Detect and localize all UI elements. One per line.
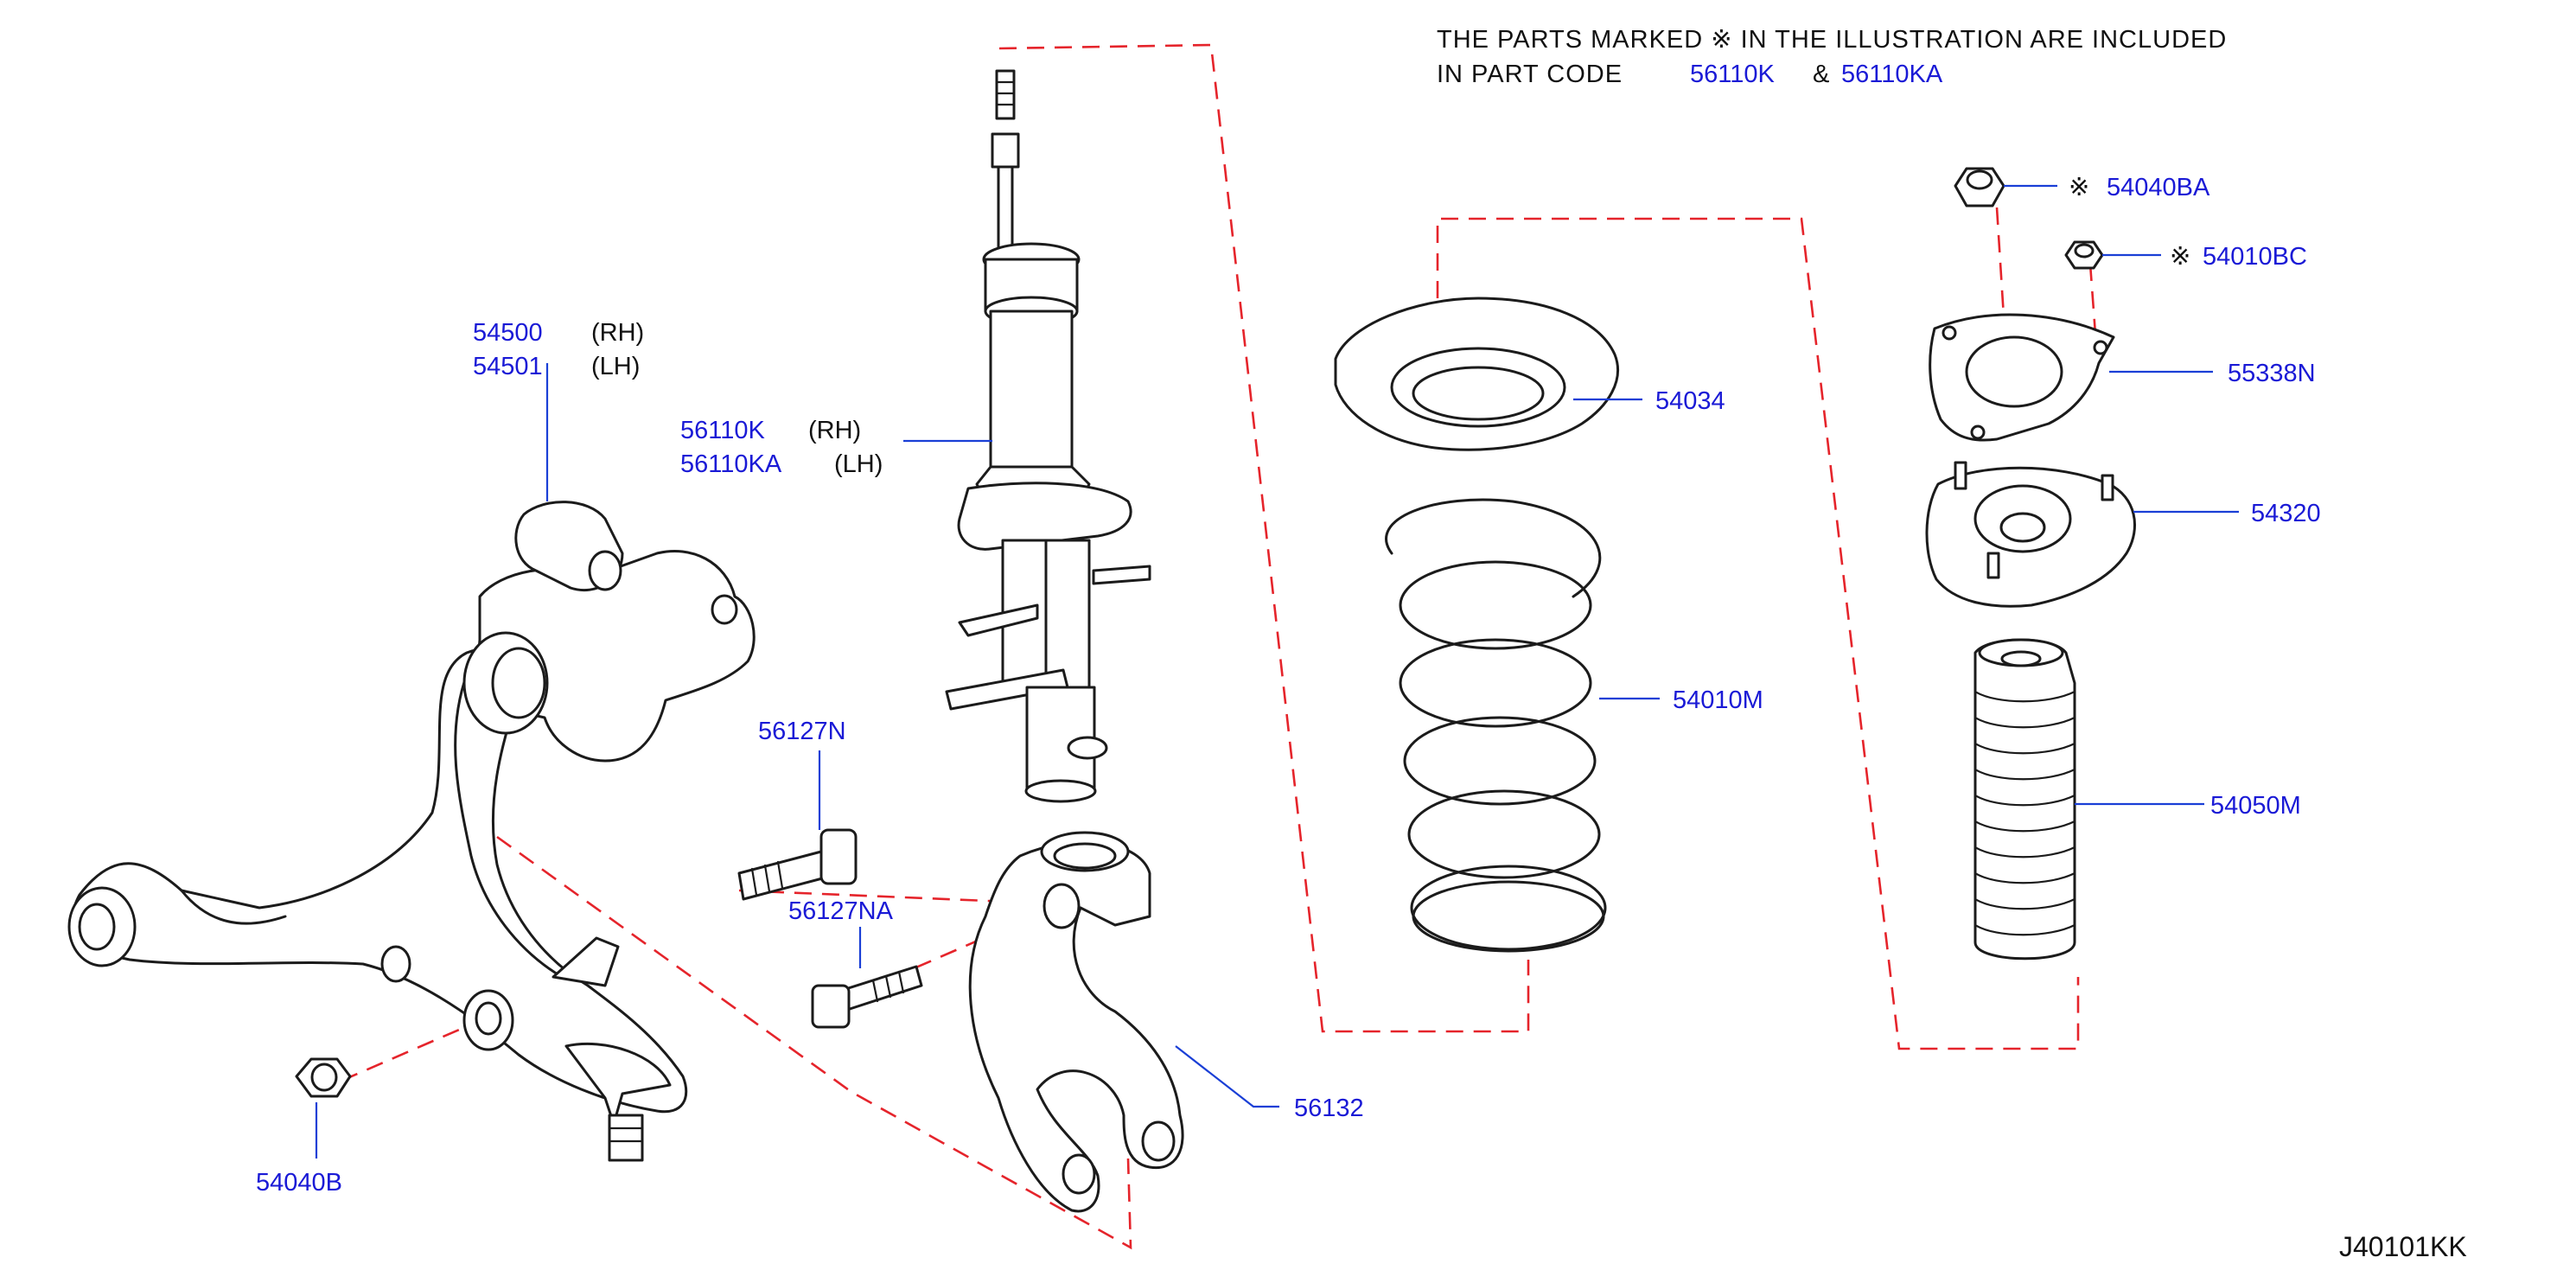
marker-54010bc: ※ xyxy=(2170,243,2190,271)
spring-seat-54034[interactable] xyxy=(1334,297,1620,451)
note-ampersand: & xyxy=(1813,61,1830,88)
steering-knuckle[interactable] xyxy=(968,831,1184,1213)
label-54034[interactable]: 54034 xyxy=(1655,387,1725,415)
note-line-1: THE PARTS MARKED ※ IN THE ILLUSTRATION A… xyxy=(1437,26,2227,54)
bolt-axis-phantom-line xyxy=(496,835,1132,1250)
label-55338n[interactable]: 55338N xyxy=(2228,360,2316,387)
note-code-56110k[interactable]: 56110K xyxy=(1690,61,1775,88)
dust-boot-54050m[interactable] xyxy=(1973,638,2076,961)
label-56127na[interactable]: 56127NA xyxy=(788,897,894,925)
note-code-56110ka[interactable]: 56110KA xyxy=(1841,61,1943,88)
strut-mount-54320[interactable] xyxy=(1925,461,2137,608)
coil-spring-54010m[interactable] xyxy=(1385,498,1607,953)
label-56110k-side: (RH) xyxy=(808,417,861,444)
lower-transverse-link[interactable] xyxy=(67,501,756,1162)
part-labels: 54500 (RH) 54501 (LH) 56110K (RH) 56110K… xyxy=(256,174,2321,1197)
label-54320[interactable]: 54320 xyxy=(2251,500,2321,527)
label-56127n[interactable]: 56127N xyxy=(758,718,846,745)
nut-54010bc[interactable] xyxy=(2064,240,2104,270)
nut-54040b[interactable] xyxy=(295,1057,352,1098)
label-56110ka-side: (LH) xyxy=(834,450,883,478)
bolt-56127n[interactable] xyxy=(737,828,858,901)
label-56110ka[interactable]: 56110KA xyxy=(680,450,782,478)
note-line-2-prefix: IN PART CODE xyxy=(1437,61,1623,88)
label-54501[interactable]: 54501 xyxy=(473,353,543,380)
strut-spring-phantom-line xyxy=(998,43,1530,1033)
label-56132[interactable]: 56132 xyxy=(1294,1095,1364,1122)
label-54010m[interactable]: 54010M xyxy=(1673,686,1763,714)
label-54500-side: (RH) xyxy=(591,319,644,347)
label-54500[interactable]: 54500 xyxy=(473,319,543,347)
label-54501-side: (LH) xyxy=(591,353,640,380)
drawing-id: J40101KK xyxy=(2339,1231,2467,1262)
marker-54040ba: ※ xyxy=(2069,174,2089,201)
nut-54040ba[interactable] xyxy=(1954,167,2005,207)
bolt-56127na[interactable] xyxy=(811,965,923,1029)
nut-54040b-axis xyxy=(341,1023,472,1082)
strut-assembly[interactable] xyxy=(945,69,1151,803)
label-56110k[interactable]: 56110K xyxy=(680,417,765,444)
label-54010bc[interactable]: 54010BC xyxy=(2203,243,2307,271)
plate-55338n[interactable] xyxy=(1929,313,2115,442)
label-54050m[interactable]: 54050M xyxy=(2210,792,2301,820)
label-54040b[interactable]: 54040B xyxy=(256,1169,342,1197)
leader-lines xyxy=(315,184,2239,1159)
included-parts-note: THE PARTS MARKED ※ IN THE ILLUSTRATION A… xyxy=(1437,26,2227,88)
label-54040ba[interactable]: 54040BA xyxy=(2107,174,2210,201)
seat-boot-phantom-line xyxy=(1436,217,2080,1050)
